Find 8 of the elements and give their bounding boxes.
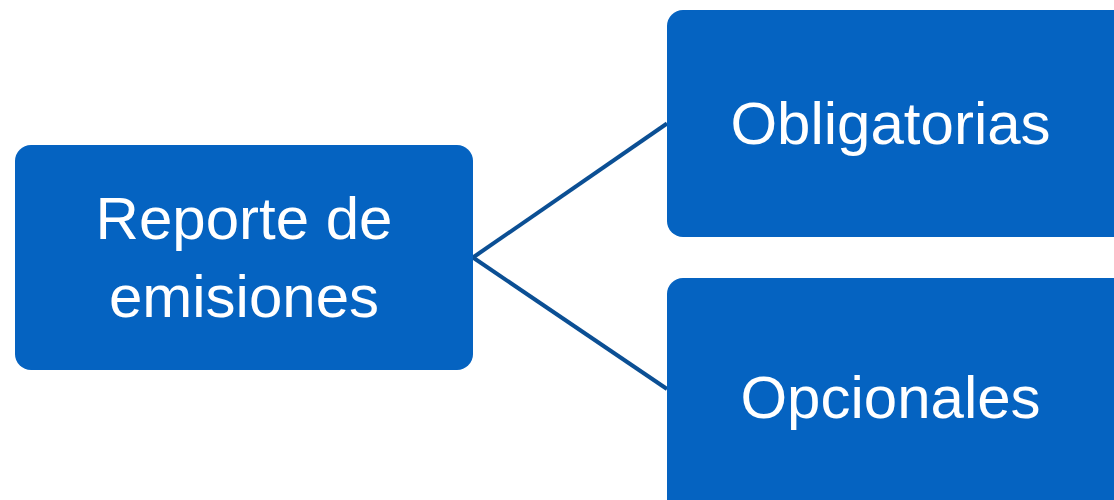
process-box (667, 278, 1114, 500)
process-box (15, 145, 473, 370)
process-box (667, 10, 1114, 237)
connector-line (471, 121, 669, 260)
connector-line (471, 255, 669, 391)
box-label: Obligatorias (730, 88, 1051, 159)
box-label: Reporte de emisiones (94, 183, 394, 332)
box-label: Opcionales (740, 363, 1041, 433)
